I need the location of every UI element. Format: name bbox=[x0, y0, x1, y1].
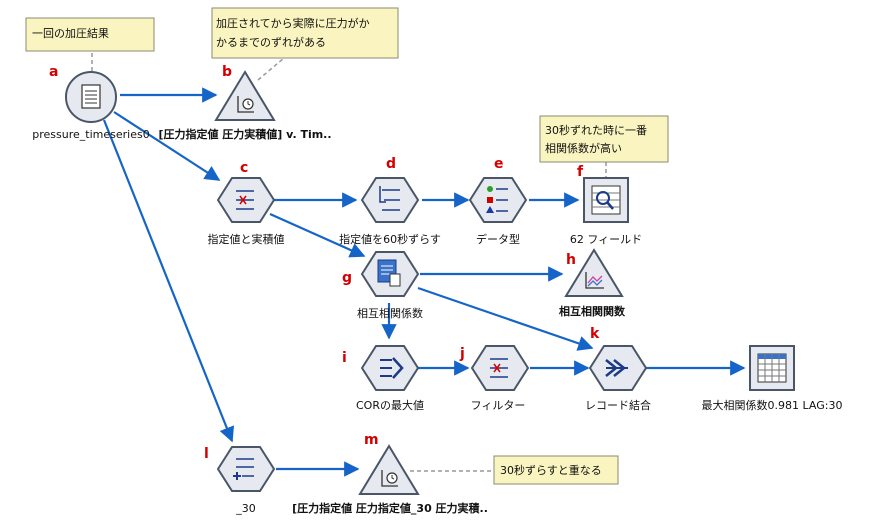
node-letter: l bbox=[204, 446, 209, 462]
node-label: [圧力指定値 圧力実積値] v. Tim.. bbox=[158, 127, 331, 141]
node-label: データ型 bbox=[476, 232, 520, 246]
note-text: 加圧されてから実際に圧力がか bbox=[216, 16, 370, 30]
node-label: フィルター bbox=[471, 399, 526, 412]
comment-note-3[interactable]: 30秒ずれた時に一番 相関係数が高い bbox=[539, 115, 669, 163]
flow-arrows bbox=[102, 87, 746, 477]
node-letter: d bbox=[386, 156, 396, 172]
node-m[interactable]: m [圧力指定値 圧力指定値_30 圧力実積.. bbox=[292, 432, 488, 515]
filter-node-icon bbox=[236, 190, 254, 210]
cross-correlation-icon bbox=[377, 259, 401, 287]
correlation-plot-icon bbox=[585, 272, 604, 289]
node-label: _30 bbox=[235, 502, 256, 515]
node-letter: f bbox=[577, 164, 584, 180]
note-text: 相関係数が高い bbox=[545, 141, 622, 155]
node-k[interactable]: k レコード結合 bbox=[585, 326, 651, 412]
note-text: 一回の加圧結果 bbox=[32, 26, 109, 40]
merge-icon bbox=[605, 359, 628, 377]
aggregate-icon bbox=[380, 357, 404, 379]
node-g[interactable]: g 相互相関係数 bbox=[342, 251, 423, 320]
node-letter: h bbox=[566, 252, 576, 268]
table-icon bbox=[757, 353, 787, 383]
data-audit-icon bbox=[591, 185, 621, 215]
node-label: 相互相関関数 bbox=[559, 304, 626, 318]
edge-c-g bbox=[269, 212, 366, 258]
edge-a-c bbox=[113, 111, 221, 181]
note-text: 30秒ずれた時に一番 bbox=[545, 123, 647, 137]
node-d[interactable]: d 指定値を60秒ずらす bbox=[339, 156, 441, 246]
node-letter: e bbox=[494, 156, 504, 172]
node-b[interactable]: b [圧力指定値 圧力実積値] v. Tim.. bbox=[158, 64, 331, 141]
type-node-icon bbox=[486, 186, 508, 213]
node-letter: c bbox=[240, 160, 248, 176]
node-f[interactable]: f 62 フィールド bbox=[570, 164, 642, 246]
node-label: 62 フィールド bbox=[570, 233, 642, 246]
node-label: レコード結合 bbox=[585, 398, 651, 412]
node-label: CORの最大値 bbox=[356, 398, 424, 412]
node-label: 指定値を60秒ずらす bbox=[339, 232, 441, 246]
filter-node-icon bbox=[490, 358, 508, 378]
node-letter: a bbox=[49, 64, 58, 80]
note-text: 30秒ずらすと重なる bbox=[500, 463, 602, 477]
comment-note-2[interactable]: 加圧されてから実際に圧力がか かるまでのずれがある bbox=[211, 7, 399, 59]
node-label: [圧力指定値 圧力指定値_30 圧力実積.. bbox=[292, 501, 488, 515]
node-a[interactable]: a pressure_timeseries0 bbox=[32, 64, 149, 141]
node-l[interactable]: l _30 bbox=[204, 446, 276, 515]
node-table[interactable]: 最大相関係数0.981 LAG:30 bbox=[702, 345, 843, 412]
time-plot-icon bbox=[381, 470, 398, 487]
node-letter: i bbox=[342, 350, 347, 366]
file-source-icon bbox=[81, 84, 101, 109]
node-j[interactable]: j フィルター bbox=[459, 345, 530, 412]
restructure-icon bbox=[379, 186, 400, 211]
node-letter: g bbox=[342, 270, 352, 286]
node-h[interactable]: h 相互相関関数 bbox=[559, 248, 626, 318]
comment-connectors bbox=[91, 53, 607, 472]
comment-note-1[interactable]: 一回の加圧結果 bbox=[25, 17, 155, 52]
edge-a-l bbox=[102, 119, 235, 443]
time-plot-icon bbox=[237, 96, 254, 113]
node-letter: b bbox=[222, 64, 232, 80]
comment-note-4[interactable]: 30秒ずらすと重なる bbox=[493, 455, 619, 485]
node-letter: j bbox=[459, 346, 465, 362]
edge-g-k bbox=[417, 286, 594, 351]
node-letter: k bbox=[590, 326, 600, 342]
note-text: かるまでのずれがある bbox=[216, 35, 326, 49]
node-c[interactable]: c 指定値と実積値 bbox=[208, 160, 285, 246]
node-e[interactable]: e データ型 bbox=[468, 156, 528, 246]
node-label: 指定値と実積値 bbox=[208, 232, 285, 246]
node-i[interactable]: i CORの最大値 bbox=[342, 345, 424, 412]
node-label: 相互相関係数 bbox=[357, 307, 423, 320]
derive-icon bbox=[233, 458, 254, 480]
node-label: pressure_timeseries0 bbox=[32, 128, 149, 141]
node-label: 最大相関係数0.981 LAG:30 bbox=[702, 398, 843, 412]
node-letter: m bbox=[364, 432, 379, 448]
